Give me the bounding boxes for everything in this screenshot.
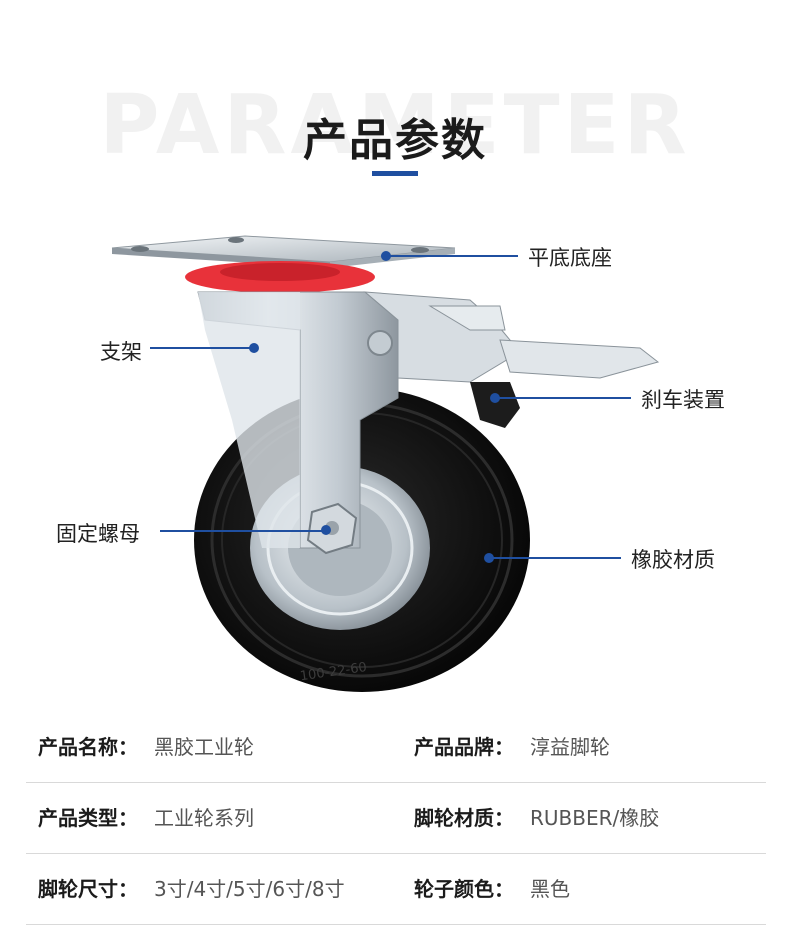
page-title: 产品参数 xyxy=(303,115,487,166)
spec-row: 脚轮尺寸： 3寸/4寸/5寸/6寸/8寸 轮子颜色： 黑色 xyxy=(26,854,766,925)
fork-front xyxy=(198,292,300,548)
bracket-callout-label: 支架 xyxy=(100,340,142,364)
nut-callout-line xyxy=(160,530,326,532)
nut-callout-dot xyxy=(321,525,331,535)
spec-row: 产品名称： 黑胶工业轮 产品品牌： 淳益脚轮 xyxy=(26,712,766,783)
plate-edge-right xyxy=(330,248,455,268)
plate-hole xyxy=(411,247,429,253)
spec-key: 脚轮尺寸： xyxy=(38,877,138,901)
brake-pedal xyxy=(499,339,660,379)
brake-latch xyxy=(428,305,506,331)
spec-table: 产品名称： 黑胶工业轮 产品品牌： 淳益脚轮 产品类型： 工业轮系列 脚轮材质：… xyxy=(26,712,766,925)
bracket-callout-dot xyxy=(249,343,259,353)
base-callout-line xyxy=(386,255,518,257)
plate-hole xyxy=(228,237,244,243)
spec-value: RUBBER/橡胶 xyxy=(530,806,660,830)
spec-key: 轮子颜色： xyxy=(414,877,514,901)
caster-illustration: 100-22-60 xyxy=(111,235,660,692)
bracket-callout-line xyxy=(150,347,254,349)
nut-callout-label: 固定螺母 xyxy=(56,522,140,546)
plate-hole xyxy=(131,246,149,252)
mounting-plate xyxy=(111,235,456,293)
brake-assembly xyxy=(363,291,660,428)
spec-value: 淳益脚轮 xyxy=(530,735,610,759)
spec-value: 3寸/4寸/5寸/6寸/8寸 xyxy=(154,877,345,901)
spec-key: 产品品牌： xyxy=(414,735,514,759)
spec-value: 工业轮系列 xyxy=(154,806,254,830)
spec-key: 脚轮材质： xyxy=(414,806,514,830)
rubber-callout-label: 橡胶材质 xyxy=(631,548,715,572)
brake-callout-label: 刹车装置 xyxy=(641,388,725,412)
caster-svg: 100-22-60 xyxy=(111,235,660,692)
spec-key: 产品类型： xyxy=(38,806,138,830)
brake-pad xyxy=(470,382,520,428)
rubber-callout-line xyxy=(489,557,621,559)
spec-key: 产品名称： xyxy=(38,735,138,759)
bracket xyxy=(197,291,399,555)
spec-value: 黑色 xyxy=(530,877,570,901)
title-underline xyxy=(372,171,418,176)
spec-row: 产品类型： 工业轮系列 脚轮材质： RUBBER/橡胶 xyxy=(26,783,766,854)
red-bearing-inner xyxy=(220,263,340,281)
base-callout-label: 平底底座 xyxy=(528,246,612,270)
spec-value: 黑胶工业轮 xyxy=(154,735,254,759)
pivot-rivet xyxy=(367,330,393,356)
brake-callout-line xyxy=(495,397,631,399)
background-watermark-text: PARAMETER xyxy=(99,78,691,173)
